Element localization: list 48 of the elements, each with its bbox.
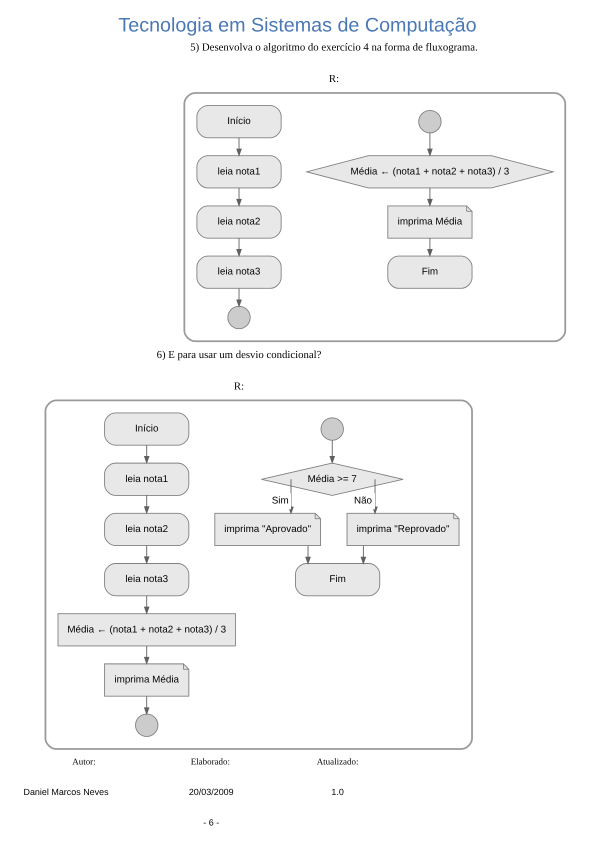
label: 1.0	[331, 787, 344, 798]
node-box: leia nota3	[196, 256, 282, 289]
node-box: leia nota3	[104, 563, 190, 596]
node-box: Média ← (nota1 + nota2 + nota3) / 3	[58, 613, 236, 646]
label: 6) E para usar um desvio condicional?	[156, 348, 322, 361]
label: R:	[328, 72, 340, 85]
edge-label: Sim	[272, 496, 289, 507]
label: Autor:	[72, 756, 96, 767]
node-box: Início	[196, 105, 282, 138]
arrow	[236, 188, 242, 207]
label: - 6 -	[203, 818, 220, 828]
label: Daniel Marcos Neves	[24, 787, 109, 798]
arrow	[329, 440, 336, 464]
node-circle	[227, 306, 251, 330]
arrow	[144, 646, 150, 665]
arrow	[236, 288, 242, 308]
arrow	[305, 545, 311, 565]
arrow	[236, 137, 242, 157]
label: 5) Desenvolva o algoritmo do exercício 4 na forma de fluxograma.	[190, 42, 478, 54]
node-box: leia nota1	[196, 155, 282, 188]
arrow	[236, 238, 242, 258]
arrow	[144, 696, 150, 716]
arrow	[144, 494, 150, 514]
arrow	[144, 545, 150, 565]
arrow	[427, 238, 433, 258]
node-box: leia nota2	[196, 205, 282, 239]
node-box: Fim	[387, 256, 472, 289]
node-box: Fim	[295, 563, 380, 596]
arrow	[144, 595, 150, 615]
arrow	[427, 132, 433, 157]
label: Atualizado:	[316, 756, 358, 767]
label: Elaborado:	[190, 756, 230, 767]
node-circle	[418, 110, 442, 134]
label: 20/03/2009	[188, 787, 234, 798]
node-circle	[320, 417, 344, 441]
label: R:	[234, 380, 244, 392]
arrow	[360, 545, 366, 565]
node-box: Início	[104, 412, 190, 446]
arrow	[427, 188, 433, 207]
node-box: leia nota2	[104, 512, 190, 546]
diagram-title: Tecnologia em Sistemas de Computação	[118, 14, 477, 37]
cluster	[183, 92, 566, 342]
cluster	[44, 400, 473, 750]
edge-label: Não	[354, 496, 372, 507]
arrow	[144, 444, 150, 464]
node-diamond: Média >= 7	[260, 462, 404, 496]
node-circle	[135, 714, 158, 737]
node-box: leia nota1	[104, 462, 190, 496]
